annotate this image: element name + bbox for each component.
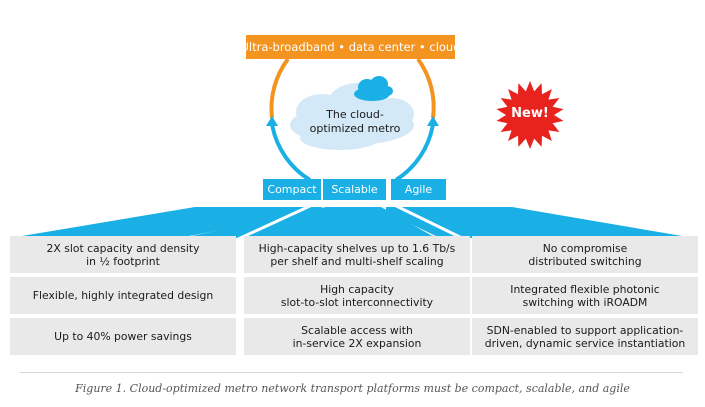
feature-text-line: Flexible, highly integrated design (32, 289, 214, 302)
feature-text-line: driven, dynamic service instantiation (484, 336, 686, 350)
feature-text: Flexible, highly integrated design (33, 289, 213, 302)
cloud-label-line2: optimized metro (309, 122, 401, 135)
feature-text-line: SDN-enabled to support application- (486, 323, 684, 337)
arc-blue-right (394, 123, 435, 182)
fan-compact (10, 207, 322, 238)
arrow-up-right-icon (427, 116, 439, 126)
fan-agile (386, 207, 694, 238)
feature-text-line: Up to 40% power savings (54, 330, 192, 343)
feature-text: Up to 40% power savings (54, 330, 192, 343)
figure-caption: Figure 1. Cloud-optimized metro network … (75, 382, 630, 395)
feature-cell: SDN-enabled to support application-drive… (472, 318, 698, 355)
pillar-agile: Agile (391, 179, 446, 200)
pillar-scalable: Scalable (323, 179, 386, 200)
feature-text-line: distributed switching (528, 254, 642, 268)
arc-orange-right (416, 57, 436, 119)
feature-text-line: switching with iROADM (522, 295, 648, 309)
cloud-label-line1: The cloud- (326, 108, 384, 121)
cloud-label: The cloud- optimized metro (290, 108, 420, 136)
caption-divider (20, 372, 683, 373)
arrow-up-left-icon (266, 116, 278, 126)
small-cloud-icon (354, 76, 393, 101)
new-badge-icon (496, 81, 564, 149)
feature-text: SDN-enabled to support application-drive… (485, 324, 685, 350)
feature-text-line: in ½ footprint (86, 254, 160, 268)
top-banner: Ultra-broadband • data center • cloud (240, 35, 461, 59)
arc-orange-left (269, 57, 290, 119)
fan-scalable (182, 207, 436, 238)
feature-text-line: per shelf and multi-shelf scaling (270, 254, 444, 268)
feature-cell: Flexible, highly integrated design (10, 277, 236, 314)
feature-text-line: Scalable access with (301, 323, 413, 337)
new-badge-label: New! (511, 106, 549, 121)
pillar-compact: Compact (263, 179, 321, 200)
feature-text-line: No compromise (542, 241, 628, 255)
feature-text-line: Integrated flexible photonic (510, 282, 660, 296)
feature-text-line: High-capacity shelves up to 1.6 Tb/s (258, 241, 456, 255)
cloud-icon (290, 83, 414, 150)
feature-text-line: High capacity (320, 282, 394, 296)
arc-blue-left (270, 123, 312, 182)
feature-text-line: 2X slot capacity and density (46, 241, 200, 255)
feature-text-line: slot-to-slot interconnectivity (280, 295, 434, 309)
feature-cell: Up to 40% power savings (10, 318, 236, 355)
feature-text-line: in-service 2X expansion (292, 336, 422, 350)
